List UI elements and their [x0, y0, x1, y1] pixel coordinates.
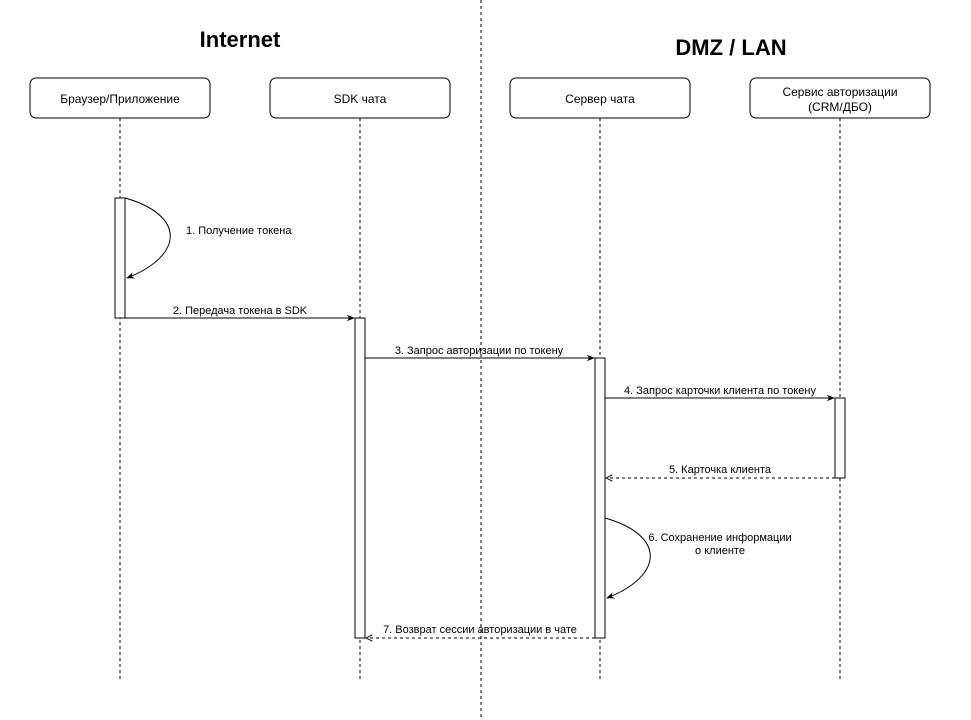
message-3-label: 3. Запрос авторизации по токену: [395, 345, 564, 357]
message-5-label: 5. Карточка клиента: [669, 464, 772, 476]
participant-auth-label-line1: Сервис авторизации: [782, 85, 897, 99]
participant-browser-label: Браузер/Приложение: [60, 92, 180, 106]
message-6-arrow: [604, 517, 651, 599]
participant-auth: Сервис авторизации (CRM/ДБО): [749, 77, 931, 119]
message-1-arrow: [124, 197, 171, 279]
activation-browser: [114, 197, 126, 319]
activation-auth: [834, 397, 846, 479]
zone-title-dmz-lan: DMZ / LAN: [675, 35, 786, 60]
message-7-label: 7. Возврат сессии авторизации в чате: [383, 624, 577, 636]
participant-server-label: Сервер чата: [565, 92, 635, 106]
message-2-label: 2. Передача токена в SDK: [173, 305, 308, 317]
message-1-label: 1. Получение токена: [186, 225, 292, 237]
message-6-label-line2: о клиенте: [695, 545, 745, 557]
participant-sdk-label: SDK чата: [334, 92, 387, 106]
message-6-label-line1: 6. Сохранение информации: [648, 532, 791, 544]
activation-sdk: [354, 317, 366, 639]
participant-browser: Браузер/Приложение: [29, 77, 211, 119]
participant-sdk: SDK чата: [269, 77, 451, 119]
zone-title-internet: Internet: [200, 27, 281, 52]
message-4-label: 4. Запрос карточки клиента по токену: [624, 385, 816, 397]
participant-auth-label-line2: (CRM/ДБО): [808, 100, 872, 114]
activation-server: [594, 357, 606, 639]
participant-server: Сервер чата: [509, 77, 691, 119]
